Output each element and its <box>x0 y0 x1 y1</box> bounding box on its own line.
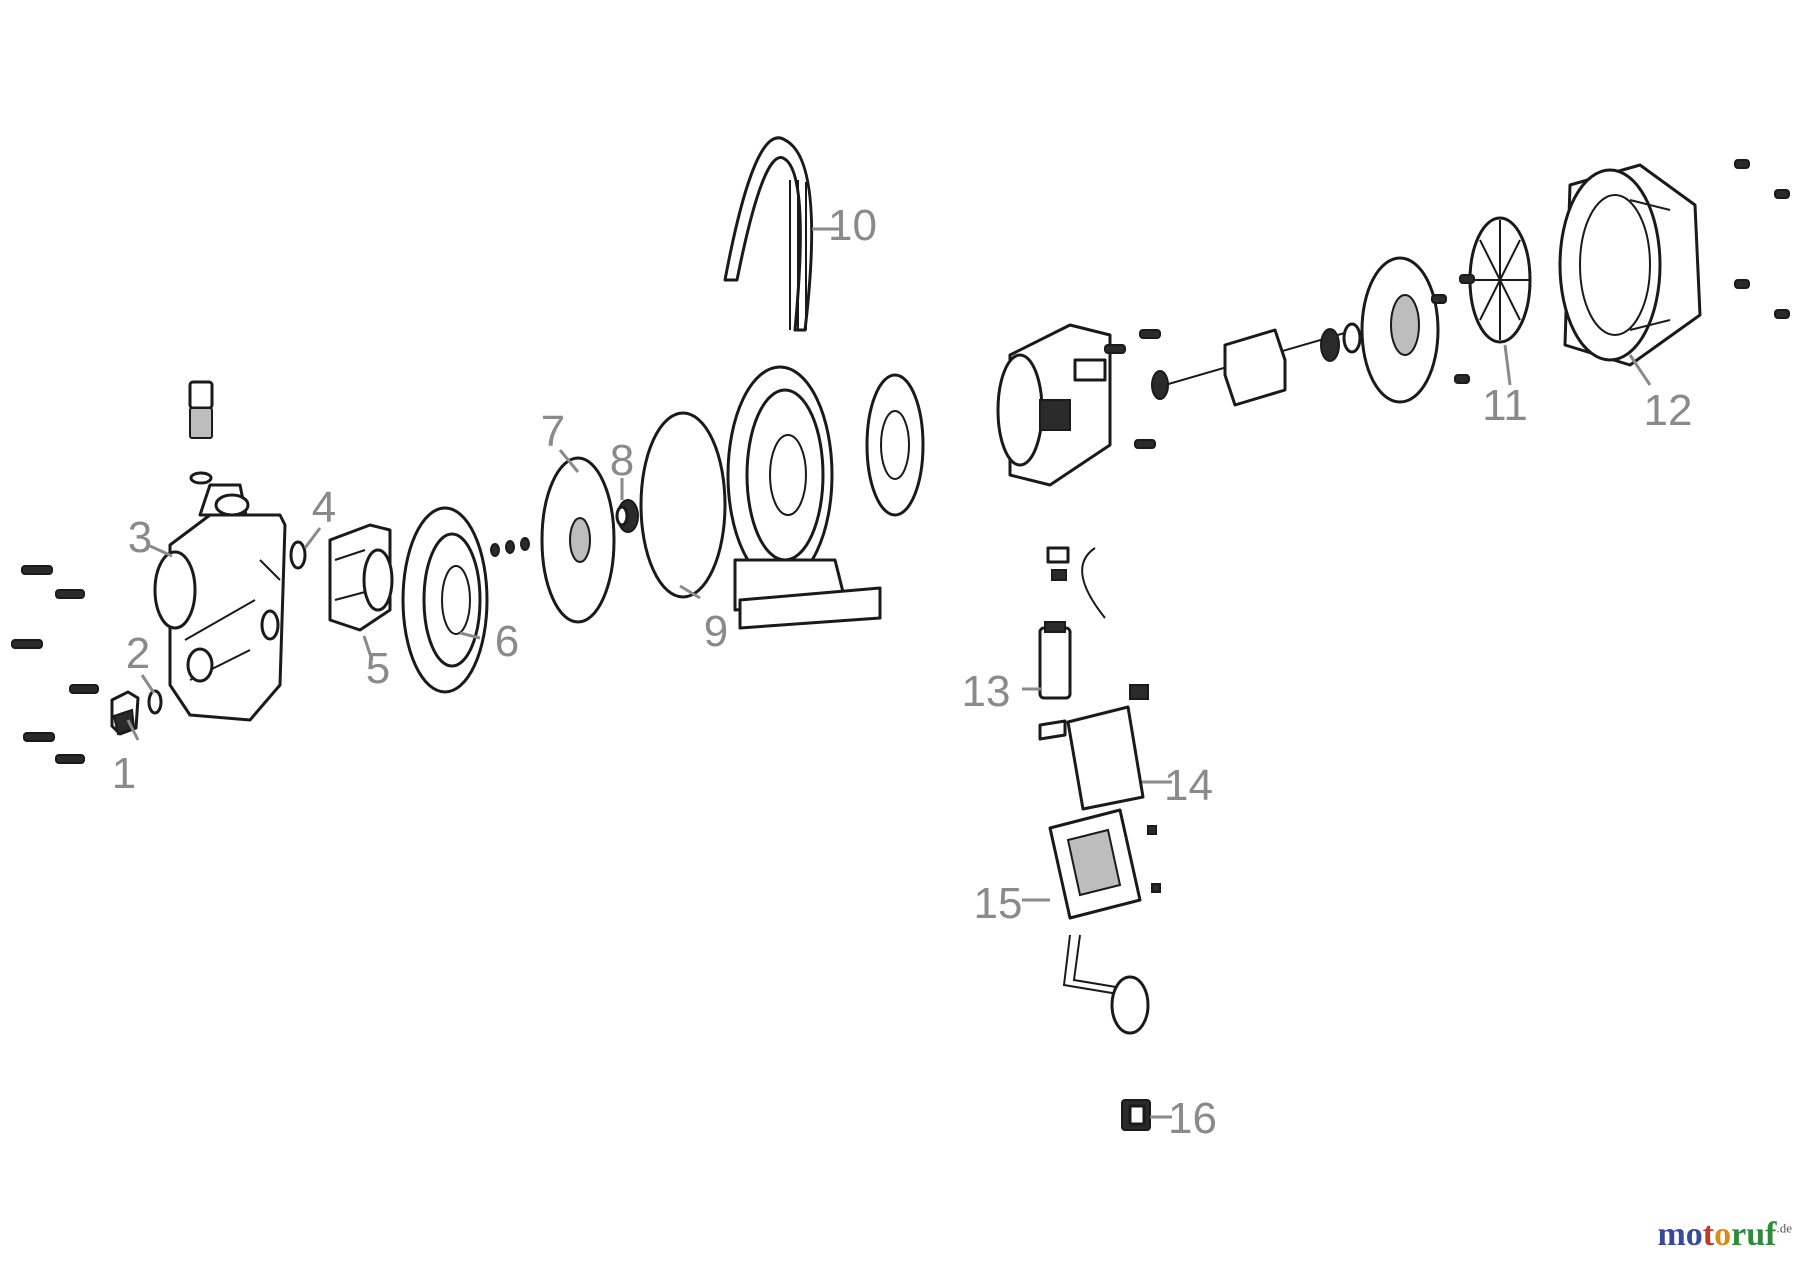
part-label-10: 10 <box>828 201 877 250</box>
mechanical-seal <box>615 499 639 533</box>
gasket-ring <box>639 411 727 599</box>
capacitor-clip <box>1046 546 1106 619</box>
motoruf-logo: motoruf.de <box>1657 1216 1792 1254</box>
rotor-shaft <box>1151 322 1362 407</box>
logo-letter: u <box>1746 1216 1766 1253</box>
motor-stator-housing <box>996 323 1112 487</box>
drain-plug <box>110 690 140 736</box>
logo-letter: o <box>1685 1216 1703 1253</box>
part-label-12: 12 <box>1644 386 1693 435</box>
part-label-1: 1 <box>112 749 136 798</box>
part-label-16: 16 <box>1168 1094 1217 1143</box>
plug-o-ring <box>147 689 163 715</box>
fan-cover-screws <box>1431 159 1790 384</box>
switch <box>1121 1099 1151 1131</box>
capacitor <box>1038 621 1072 700</box>
rear-end-bell <box>1360 256 1440 404</box>
logo-letter: f <box>1765 1216 1777 1253</box>
part-label-2: 2 <box>126 629 150 678</box>
part-label-9: 9 <box>704 607 728 656</box>
part-label-14: 14 <box>1164 761 1213 810</box>
leader-lines <box>126 227 1652 1119</box>
diffuser <box>401 506 489 694</box>
cooling-fan <box>1468 216 1532 344</box>
impeller <box>540 456 616 624</box>
logo-letter: m <box>1657 1216 1686 1253</box>
part-label-8: 8 <box>610 436 634 485</box>
housing-screws <box>11 565 99 764</box>
venturi-jet <box>328 523 394 632</box>
fan-cover <box>1558 163 1702 367</box>
housing-o-ring <box>289 540 307 570</box>
carry-handle <box>723 136 814 332</box>
part-label-5: 5 <box>366 644 390 693</box>
pump-housing <box>153 380 287 722</box>
logo-wordmark: motoruf <box>1657 1216 1776 1253</box>
power-cable-plug <box>1062 934 1150 1035</box>
bearing-cover <box>865 373 925 517</box>
part-label-15: 15 <box>974 879 1023 928</box>
part-label-4: 4 <box>312 483 336 532</box>
logo-letter: t <box>1702 1216 1715 1253</box>
terminal-box <box>1048 808 1161 920</box>
part-label-7: 7 <box>541 407 565 456</box>
logo-letter: o <box>1714 1216 1732 1253</box>
terminal-box-gasket <box>1038 684 1149 811</box>
logo-letter: r <box>1731 1216 1747 1253</box>
shaft-seals <box>490 537 530 557</box>
part-label-11: 11 <box>1482 381 1528 430</box>
motor-screws <box>1104 329 1161 449</box>
part-label-3: 3 <box>128 513 152 562</box>
part-numbers: 1 2 3 4 5 6 7 8 9 10 11 12 13 14 15 16 <box>112 201 1693 1143</box>
logo-suffix: .de <box>1776 1220 1792 1236</box>
part-label-6: 6 <box>495 617 519 666</box>
seal-plate-flange <box>726 365 882 630</box>
part-label-13: 13 <box>962 667 1011 716</box>
